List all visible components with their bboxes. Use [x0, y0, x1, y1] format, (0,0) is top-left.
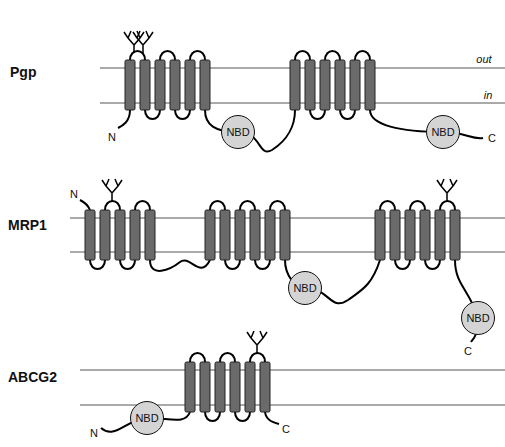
nbd-circle: NBD [130, 401, 164, 435]
nbd-circle: NBD [426, 115, 460, 149]
terminus-label: N [70, 188, 78, 201]
terminus-label: C [464, 345, 472, 358]
protein-name: ABCG2 [8, 369, 57, 385]
linker-chains [80, 110, 483, 432]
protein-name: Pgp [10, 64, 36, 80]
membrane-side: in [484, 89, 493, 102]
terminus-label: C [282, 423, 290, 436]
nbd-label: NBD [466, 313, 489, 324]
nbd-label: NBD [293, 283, 316, 294]
membrane-side: out [476, 53, 491, 66]
terminus-label: C [488, 132, 496, 145]
nbd-label: NBD [135, 413, 158, 424]
nbd-circle: NBD [221, 115, 255, 149]
nbd-circle: NBD [288, 271, 322, 305]
membrane-lines [70, 68, 505, 405]
terminus-label: N [90, 427, 98, 440]
nbd-label: NBD [431, 127, 454, 138]
protein-name: MRP1 [8, 217, 47, 233]
terminus-label: N [108, 131, 116, 144]
nbd-label: NBD [226, 127, 249, 138]
nbd-circle: NBD [461, 301, 495, 335]
